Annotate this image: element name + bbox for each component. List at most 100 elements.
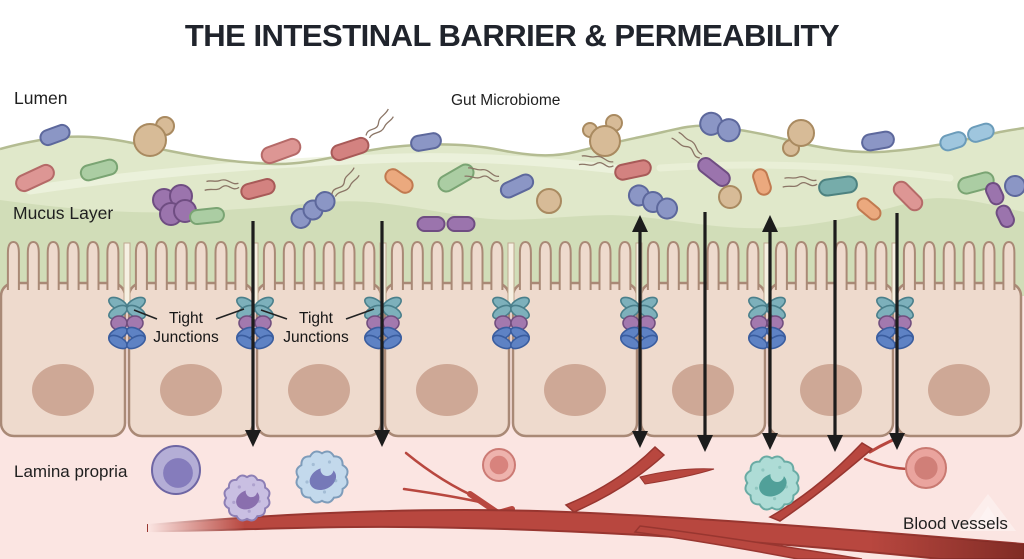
bacterium-rod xyxy=(499,173,535,199)
bacterium-double_rod xyxy=(416,216,476,232)
bacterium-rod xyxy=(614,159,652,181)
epithelium-group xyxy=(0,281,1023,438)
bacterium-double_rod xyxy=(939,122,995,152)
watermark-triangle xyxy=(974,506,1002,528)
permeability-arrow xyxy=(697,212,713,452)
microvillus xyxy=(558,240,572,290)
microvillus xyxy=(834,240,848,290)
microvillus xyxy=(490,240,504,290)
bacterium-rod xyxy=(260,137,302,165)
microvillus xyxy=(390,240,404,290)
paracellular-slit xyxy=(123,242,131,306)
permeability-arrow xyxy=(374,221,390,447)
microvillus xyxy=(214,240,228,290)
flagella xyxy=(464,167,500,182)
bacterium-rod xyxy=(240,178,276,200)
bacterium-coccus xyxy=(1004,175,1024,197)
bacterium-double_rod xyxy=(985,182,1015,228)
tight-junction xyxy=(620,296,658,350)
bacterium-rod xyxy=(818,175,858,197)
bacterium-yeast xyxy=(582,114,623,157)
microvillus xyxy=(194,240,208,290)
epithelial-cell xyxy=(0,281,127,438)
label-tight-junctions-2: Tight Junctions xyxy=(283,310,349,346)
microvillus xyxy=(174,240,188,290)
bacterium-rod xyxy=(189,206,225,226)
microvillus xyxy=(794,240,808,290)
microvillus xyxy=(854,240,868,290)
permeability-arrow xyxy=(827,220,843,452)
bacterium-rod xyxy=(330,136,370,162)
blood-vessel-shading xyxy=(148,510,1024,559)
microvillus xyxy=(1002,240,1016,290)
microvillus xyxy=(46,240,60,290)
mucus-top-edge xyxy=(0,124,1024,166)
bacterium-bean xyxy=(384,168,414,194)
cell-nucleus xyxy=(672,364,734,416)
immune-cell-macrophage xyxy=(223,474,271,522)
mucus-highlight xyxy=(25,153,645,195)
microvillus xyxy=(26,240,40,290)
microvillus xyxy=(686,240,700,290)
page-title: THE INTESTINAL BARRIER & PERMEABILITY xyxy=(184,18,840,53)
microvillus xyxy=(874,240,888,290)
flagella xyxy=(578,155,614,168)
blood-vessel-group xyxy=(147,435,1024,559)
cell-nucleus xyxy=(800,364,862,416)
bacterium-rod xyxy=(39,123,71,147)
flagella xyxy=(204,179,240,191)
epithelial-cell xyxy=(383,281,511,438)
microvillus xyxy=(342,240,356,290)
flagella xyxy=(782,176,818,188)
cell-nucleus xyxy=(416,364,478,416)
label-tight-junctions-1: Tight Junctions xyxy=(153,310,219,346)
bacterium-coccus xyxy=(536,188,562,214)
microvillus xyxy=(450,240,464,290)
immune-cell-rbc xyxy=(482,448,516,482)
label-gut-microbiome: Gut Microbiome xyxy=(451,92,561,109)
cell-nucleus xyxy=(288,364,350,416)
bacterium-bean xyxy=(856,197,882,221)
microvillus xyxy=(234,240,248,290)
pointer-line xyxy=(260,309,288,320)
pointer-line xyxy=(345,308,375,320)
microvillus xyxy=(922,240,936,290)
bacterium-rod xyxy=(697,157,731,187)
microvillus xyxy=(814,240,828,290)
tight-junction xyxy=(236,296,274,350)
microvillus xyxy=(538,240,552,290)
microvillus xyxy=(154,240,168,290)
microvillus xyxy=(86,240,100,290)
microvillus xyxy=(430,240,444,290)
tight-junction xyxy=(876,296,914,350)
microvillus xyxy=(962,240,976,290)
bacterium-chain xyxy=(627,184,679,220)
flagella xyxy=(365,108,394,139)
pointer-line xyxy=(133,309,158,320)
microvillus xyxy=(362,240,376,290)
watermark-triangle xyxy=(960,494,1016,531)
microvillus xyxy=(66,240,80,290)
bacterium-rod xyxy=(957,171,995,195)
immune-cell-macrophage xyxy=(744,455,800,511)
epithelial-cell xyxy=(511,281,639,438)
microvillus xyxy=(470,240,484,290)
microvilli-group xyxy=(6,240,1016,306)
label-blood-vessels: Blood vessels xyxy=(903,514,1008,533)
microvillus xyxy=(666,240,680,290)
flagella xyxy=(671,131,703,159)
label-lamina-propria: Lamina propria xyxy=(14,462,128,481)
microvillus xyxy=(774,240,788,290)
blood-vessel-twig xyxy=(639,468,715,485)
bacterium-chain xyxy=(290,191,336,229)
microvillus xyxy=(706,240,720,290)
bacterium-coccus xyxy=(718,185,742,209)
permeability-arrow xyxy=(889,213,905,450)
cell-nucleus xyxy=(160,364,222,416)
bacterium-rod xyxy=(892,180,924,212)
gut-microbiome-group xyxy=(15,108,1024,232)
microvillus xyxy=(134,240,148,290)
permeability-arrow-group xyxy=(245,212,905,452)
